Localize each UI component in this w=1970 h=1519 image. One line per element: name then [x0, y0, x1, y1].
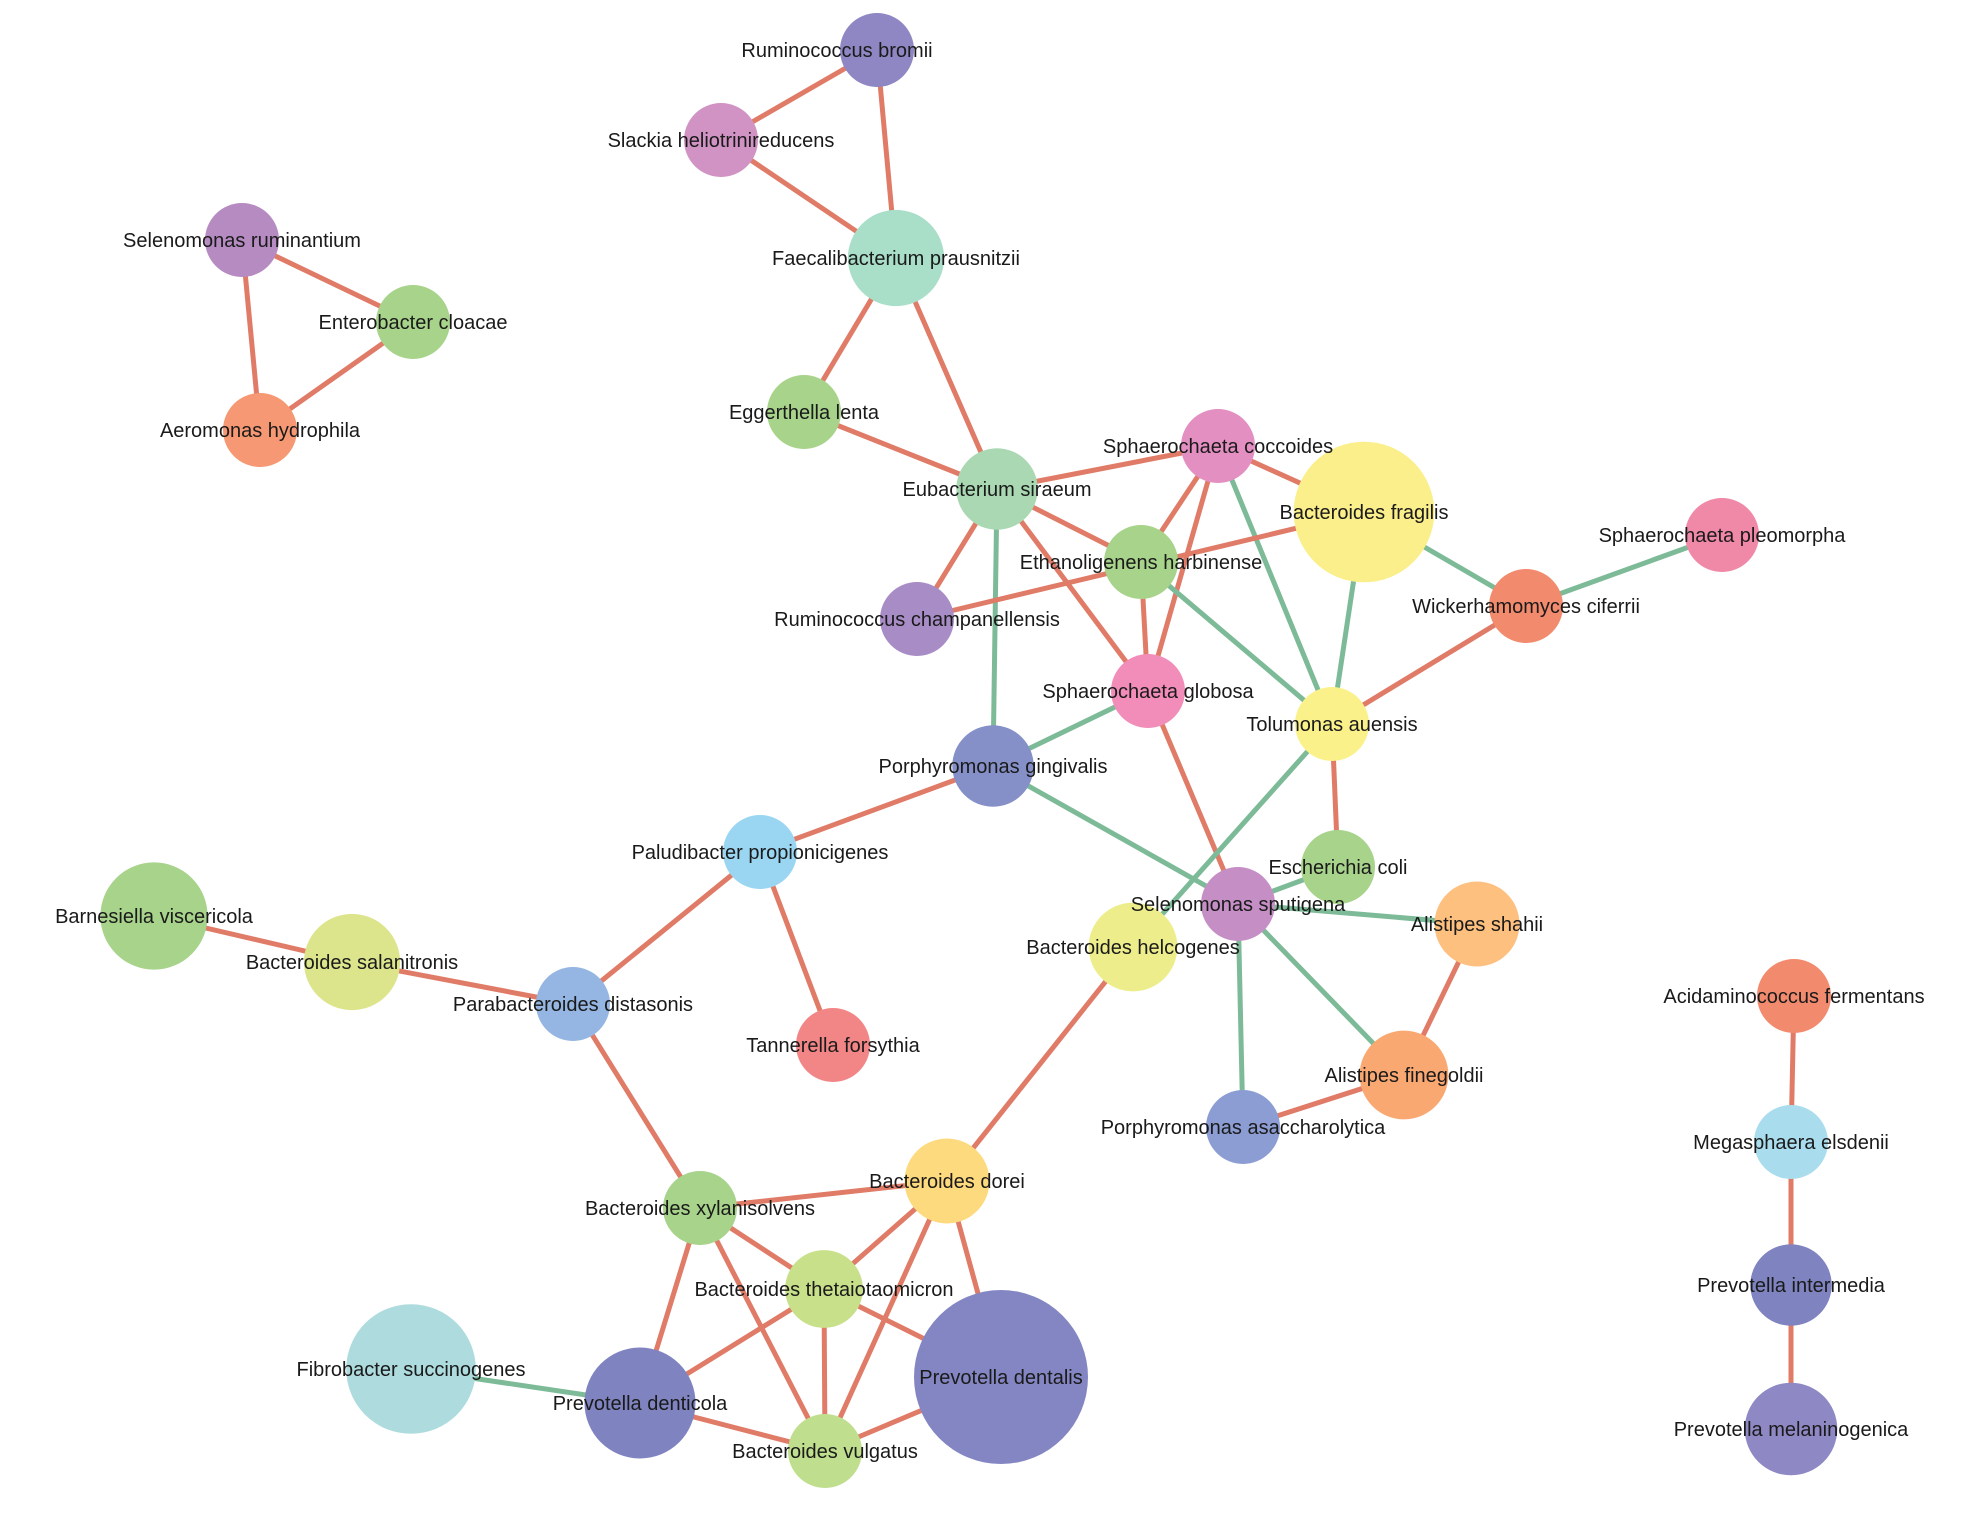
node-label-ruminococcus-champanellensis: Ruminococcus champanellensis [774, 609, 1060, 631]
node-label-sphaerochaeta-pleomorpha: Sphaerochaeta pleomorpha [1599, 525, 1847, 547]
node-label-megasphaera: Megasphaera elsdenii [1693, 1132, 1889, 1154]
node-label-bacteroides-dorei: Bacteroides dorei [869, 1171, 1025, 1193]
node-tannerella[interactable] [796, 1008, 870, 1082]
node-ruminococcus-bromii[interactable] [840, 13, 914, 87]
node-label-paludibacter: Paludibacter propionicigenes [632, 842, 889, 864]
node-ruminococcus-champanellensis[interactable] [880, 582, 954, 656]
node-label-bacteroides-vulgatus: Bacteroides vulgatus [732, 1441, 918, 1463]
node-prevotella-dentalis[interactable] [914, 1290, 1088, 1464]
node-label-escherichia: Escherichia coli [1269, 857, 1408, 879]
node-label-acidaminococcus: Acidaminococcus fermentans [1663, 986, 1924, 1008]
node-label-ruminococcus-bromii: Ruminococcus bromii [741, 40, 932, 62]
node-label-barnesiella: Barnesiella viscericola [55, 906, 254, 928]
node-label-faecalibacterium: Faecalibacterium prausnitzii [772, 248, 1020, 270]
node-tolumonas[interactable] [1295, 687, 1369, 761]
node-label-sphaerochaeta-coccoides: Sphaerochaeta coccoides [1103, 436, 1333, 458]
node-bacteroides-fragilis[interactable] [1293, 441, 1435, 583]
edge-selenomonas_sputigena-porphyromonas_asaccharolytica [1235, 901, 1246, 1130]
node-label-alistipes-shahii: Alistipes shahii [1411, 914, 1543, 936]
node-escherichia[interactable] [1301, 830, 1375, 904]
node-prevotella-intermedia[interactable] [1750, 1244, 1832, 1326]
node-eggerthella[interactable] [767, 375, 841, 449]
node-barnesiella[interactable] [100, 862, 208, 970]
edge-paludibacter-parabacteroides [570, 849, 763, 1007]
node-label-wickerhamomyces: Wickerhamomyces ciferrii [1412, 596, 1640, 618]
node-selenomonas-sputigena[interactable] [1201, 867, 1275, 941]
node-prevotella-melaninogenica[interactable] [1744, 1382, 1838, 1476]
node-bacteroides-dorei[interactable] [904, 1138, 990, 1224]
node-bacteroides-xylanisolvens[interactable] [663, 1171, 737, 1245]
node-label-eubacterium: Eubacterium siraeum [903, 479, 1092, 501]
node-bacteroides-thetaiotaomicron[interactable] [785, 1250, 863, 1328]
node-slackia[interactable] [684, 103, 758, 177]
edge-bacteroides_dorei-bacteroides_vulgatus [822, 1178, 950, 1454]
node-label-prevotella-denticola: Prevotella denticola [553, 1393, 728, 1415]
node-label-alistipes-finegoldii: Alistipes finegoldii [1325, 1065, 1484, 1087]
node-enterobacter[interactable] [376, 285, 450, 359]
node-alistipes-finegoldii[interactable] [1359, 1030, 1449, 1120]
node-selenomonas-ruminantium[interactable] [205, 203, 279, 277]
node-megasphaera[interactable] [1754, 1105, 1828, 1179]
node-ethanoligenens[interactable] [1104, 525, 1178, 599]
node-label-ethanoligenens: Ethanoligenens harbinense [1020, 552, 1262, 574]
edge-porphyromonas_gingivalis-selenomonas_sputigena [990, 763, 1241, 907]
edge-parabacteroides-bacteroides_xylanisolvens [570, 1001, 703, 1211]
node-label-enterobacter: Enterobacter cloacae [318, 312, 507, 334]
edge-sphaerochaeta_coccoides-sphaerochaeta_globosa [1145, 443, 1221, 694]
node-label-sphaerochaeta-globosa: Sphaerochaeta globosa [1042, 681, 1254, 703]
node-eubacterium[interactable] [956, 448, 1038, 530]
node-label-prevotella-dentalis: Prevotella dentalis [919, 1367, 1082, 1389]
node-sphaerochaeta-globosa[interactable] [1111, 654, 1185, 728]
node-label-prevotella-intermedia: Prevotella intermedia [1697, 1275, 1886, 1297]
node-faecalibacterium[interactable] [847, 209, 945, 307]
edge-ethanoligenens-tolumonas [1138, 559, 1335, 727]
node-label-selenomonas-ruminantium: Selenomonas ruminantium [123, 230, 361, 252]
node-paludibacter[interactable] [723, 815, 797, 889]
node-label-bacteroides-salanitronis: Bacteroides salanitronis [246, 952, 458, 974]
node-label-tolumonas: Tolumonas auensis [1246, 714, 1417, 736]
edge-wickerhamomyces-tolumonas [1329, 603, 1529, 727]
node-label-selenomonas-sputigena: Selenomonas sputigena [1131, 894, 1346, 916]
node-label-fibrobacter: Fibrobacter succinogenes [296, 1359, 525, 1381]
node-label-slackia: Slackia heliotrinireducens [608, 130, 835, 152]
node-label-bacteroides-thetaiotaomicron: Bacteroides thetaiotaomicron [694, 1279, 953, 1301]
node-porphyromonas-gingivalis[interactable] [952, 725, 1034, 807]
edge-eubacterium-sphaerochaeta_globosa [994, 486, 1151, 694]
node-label-bacteroides-xylanisolvens: Bacteroides xylanisolvens [585, 1198, 815, 1220]
node-label-prevotella-melaninogenica: Prevotella melaninogenica [1674, 1419, 1909, 1441]
node-fibrobacter[interactable] [346, 1304, 476, 1434]
node-aeromonas[interactable] [223, 393, 297, 467]
node-bacteroides-salanitronis[interactable] [303, 913, 401, 1011]
node-sphaerochaeta-coccoides[interactable] [1181, 409, 1255, 483]
node-prevotella-denticola[interactable] [584, 1347, 696, 1459]
node-label-porphyromonas-gingivalis: Porphyromonas gingivalis [878, 756, 1107, 778]
node-porphyromonas-asaccharolytica[interactable] [1206, 1090, 1280, 1164]
node-label-porphyromonas-asaccharolytica: Porphyromonas asaccharolytica [1101, 1117, 1386, 1139]
node-label-bacteroides-helcogenes: Bacteroides helcogenes [1026, 937, 1239, 959]
node-sphaerochaeta-pleomorpha[interactable] [1685, 498, 1759, 572]
node-bacteroides-helcogenes[interactable] [1088, 902, 1178, 992]
node-parabacteroides[interactable] [536, 967, 610, 1041]
edge-tolumonas-bacteroides_helcogenes [1130, 721, 1335, 950]
edge-sphaerochaeta_globosa-selenomonas_sputigena [1145, 688, 1241, 907]
node-wickerhamomyces[interactable] [1489, 569, 1563, 643]
node-label-aeromonas: Aeromonas hydrophila [160, 420, 361, 442]
node-bacteroides-vulgatus[interactable] [788, 1414, 862, 1488]
node-acidaminococcus[interactable] [1757, 959, 1831, 1033]
nodes-layer [100, 13, 1838, 1488]
node-alistipes-shahii[interactable] [1434, 881, 1520, 967]
node-label-bacteroides-fragilis: Bacteroides fragilis [1280, 502, 1449, 524]
edge-eubacterium-porphyromonas_gingivalis [990, 486, 1000, 769]
node-label-tannerella: Tannerella forsythia [746, 1035, 920, 1057]
edge-bacteroides_helcogenes-bacteroides_dorei [944, 944, 1136, 1184]
node-label-eggerthella: Eggerthella lenta [729, 402, 880, 424]
edge-porphyromonas_gingivalis-paludibacter [757, 763, 996, 855]
node-label-parabacteroides: Parabacteroides distasonis [453, 994, 693, 1016]
edge-sphaerochaeta_coccoides-tolumonas [1215, 443, 1335, 727]
